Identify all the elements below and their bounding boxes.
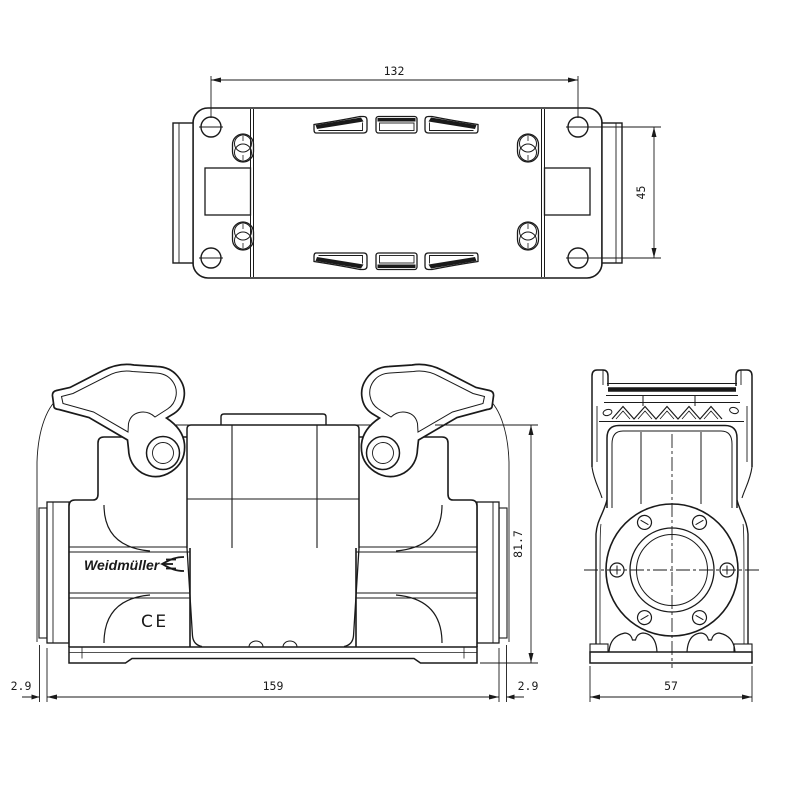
brand-label-text: Weidmüller: [84, 557, 161, 573]
dimension-159: 159: [39, 645, 507, 702]
mating-block: [186, 413, 360, 548]
base-plate-side: [589, 643, 753, 664]
dimension-45: 45: [588, 126, 661, 259]
dimension-45-value: 45: [634, 186, 648, 200]
top-view: 132 45: [172, 64, 661, 279]
dimension-132-value: 132: [384, 64, 405, 78]
dimension-2-9-right-value: 2.9: [518, 679, 539, 693]
dimension-2-9-left-value: 2.9: [11, 679, 32, 693]
weidmueller-logo-icon: [159, 556, 185, 572]
dimension-57: 57: [589, 666, 753, 702]
cable-collar-right-top: [601, 122, 623, 264]
mounting-square-left: [204, 167, 252, 216]
dimension-81-7: 81.7: [435, 424, 538, 664]
center-waist: [186, 547, 360, 648]
ce-mark: CE: [141, 612, 169, 632]
dimension-132: 132: [210, 64, 579, 118]
bolt-hole: [634, 512, 655, 533]
dimension-159-value: 159: [263, 679, 284, 693]
dimension-57-value: 57: [664, 679, 678, 693]
base-plate-front: [68, 646, 478, 664]
bolt-hole: [634, 607, 655, 628]
lever-post-right: [735, 369, 753, 499]
dimension-2-9-right: 2.9: [506, 679, 539, 700]
dimension-2-9-left: 2.9: [11, 679, 40, 700]
dimension-81-7-value: 81.7: [511, 530, 525, 558]
bolt-hole: [689, 512, 710, 533]
brand-label: Weidmüller: [84, 556, 185, 573]
cable-collar-left-top: [172, 122, 194, 264]
front-view: Weidmüller CE 159 2.9: [11, 363, 539, 702]
side-body: [606, 424, 738, 508]
lever-post-left: [591, 369, 609, 499]
serration-strip: [599, 405, 744, 423]
lever-bar: [604, 383, 740, 406]
mounting-square-right: [543, 167, 591, 216]
bolt-hole: [689, 607, 710, 628]
side-view: 57: [584, 369, 760, 702]
